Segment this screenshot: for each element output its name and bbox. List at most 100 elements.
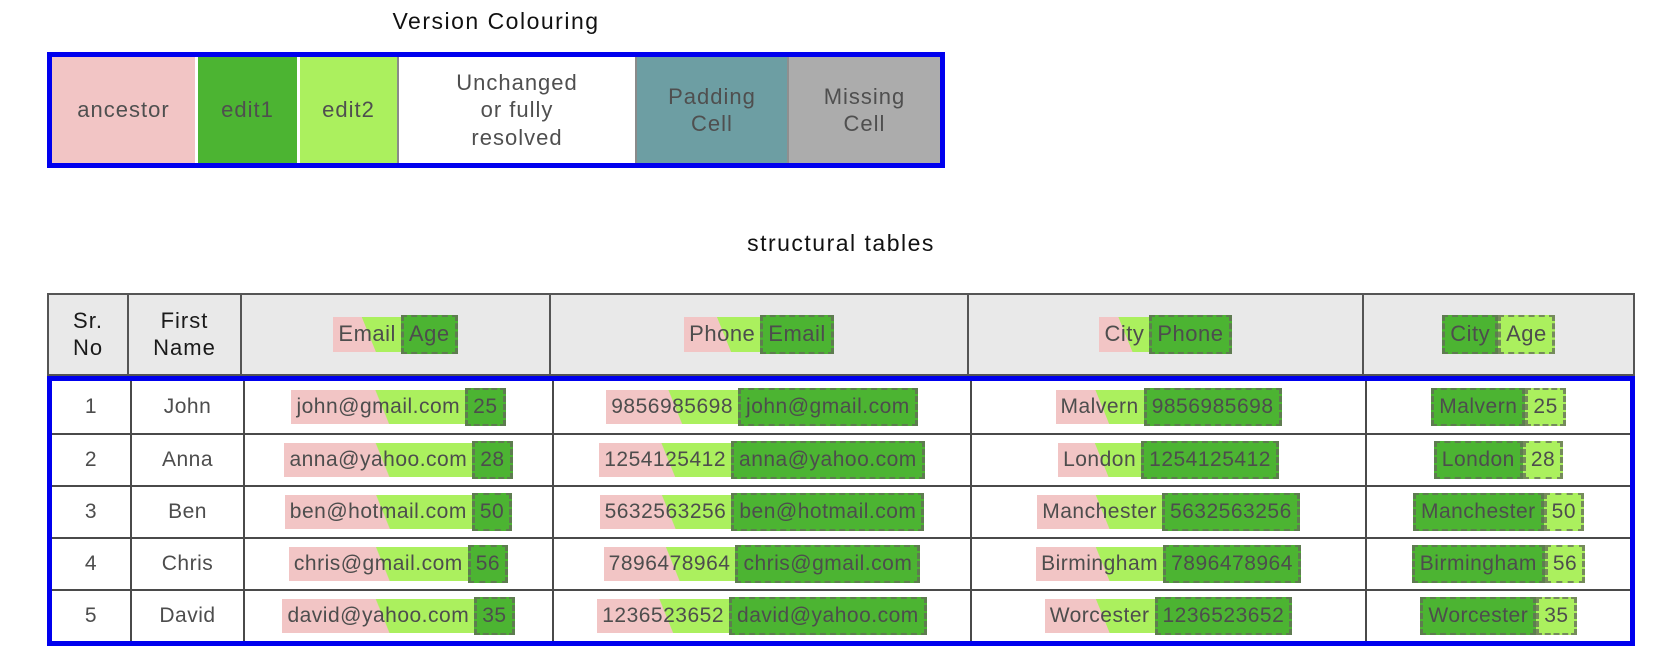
merged-token-edit1: 1254125412 <box>1141 441 1279 479</box>
cell-sr-no: 1 <box>84 395 98 418</box>
merged-token-anc-edit2: Manchester <box>1037 495 1162 529</box>
merged-token-edit1: Email <box>760 315 834 354</box>
table-title: structural tables <box>747 230 935 256</box>
merged-token-edit1: Malvern <box>1431 388 1526 426</box>
merged-token-edit1: London <box>1433 441 1523 479</box>
legend-cell-unchanged: Unchanged or fully resolved <box>397 57 635 163</box>
cell-sr-no: 4 <box>84 552 98 575</box>
merged-token-anc-edit2: 9856985698 <box>606 390 739 424</box>
merged-token-edit1: 28 <box>472 441 513 479</box>
merged-token-edit2: 56 <box>1544 545 1586 583</box>
merged-token-edit1: Age <box>400 315 458 354</box>
legend-cell-missing: Missing Cell <box>787 57 940 163</box>
merged-token-edit1: chris@gmail.com <box>735 545 921 583</box>
cell-sr-no: 5 <box>84 604 98 627</box>
cell-first-name: John <box>130 381 243 433</box>
cell-first-name: Chris <box>130 539 243 589</box>
merged-token-edit1: Worcester <box>1420 597 1537 635</box>
cell-first-name: Anna <box>130 435 243 485</box>
column-header-sr-no: Sr. No <box>72 308 104 360</box>
merged-token-edit1: anna@yahoo.com <box>731 441 925 479</box>
merged-token-anc-edit2: City <box>1099 317 1150 352</box>
cell-sr-no: 2 <box>84 448 98 471</box>
cell-first-name: Ben <box>130 487 243 537</box>
merged-token-anc-edit2: Malvern <box>1055 390 1144 424</box>
merged-token-anc-edit2: 5632563256 <box>599 495 732 529</box>
legend-title: Version Colouring <box>392 8 600 34</box>
merged-token-anc-edit2: john@gmail.com <box>291 390 466 424</box>
merged-token-edit1: 56 <box>467 545 509 583</box>
merged-token-anc-edit2: anna@yahoo.com <box>284 443 473 477</box>
merged-token-edit1: 25 <box>465 388 506 426</box>
merged-token-anc-edit2: Birmingham <box>1036 547 1164 581</box>
merged-token-edit1: 50 <box>471 493 513 531</box>
cell-first-name: David <box>130 591 243 641</box>
merged-token-edit2: 50 <box>1543 493 1585 531</box>
merged-token-edit1: ben@hotmail.com <box>731 493 925 531</box>
merged-token-anc-edit2: London <box>1058 443 1142 477</box>
merged-token-edit1: Manchester <box>1412 493 1544 531</box>
legend-cell-padding: Padding Cell <box>635 57 787 163</box>
merged-token-anc-edit2: chris@gmail.com <box>288 547 468 581</box>
merged-token-edit1: 5632563256 <box>1161 493 1300 531</box>
merged-token-anc-edit2: Email <box>333 317 401 352</box>
cell-sr-no: 3 <box>84 500 98 523</box>
merged-token-anc-edit2: 1254125412 <box>599 443 732 477</box>
merged-token-edit1: Birmingham <box>1411 545 1545 583</box>
legend-cell-ancestor: ancestor <box>52 57 195 163</box>
merged-token-anc-edit2: ben@hotmail.com <box>284 495 472 529</box>
merged-token-edit1: 7896478964 <box>1163 545 1301 583</box>
merged-token-edit1: david@yahoo.com <box>729 597 927 635</box>
legend-cell-edit1: edit1 <box>195 57 297 163</box>
merged-token-anc-edit2: Worcester <box>1044 599 1155 633</box>
merged-token-edit1: City <box>1442 315 1499 354</box>
merged-token-edit1: 35 <box>474 597 515 635</box>
merged-token-edit2: 28 <box>1522 441 1564 479</box>
merged-token-anc-edit2: 1236523652 <box>597 599 730 633</box>
merged-token-edit1: 1236523652 <box>1154 597 1293 635</box>
merged-token-edit2: 25 <box>1525 388 1566 426</box>
legend-cell-edit2: edit2 <box>297 57 397 163</box>
merged-token-edit2: 35 <box>1536 597 1577 635</box>
merged-token-anc-edit2: david@yahoo.com <box>282 599 475 633</box>
merged-token-edit1: 9856985698 <box>1143 388 1282 426</box>
merged-token-edit1: Phone <box>1149 315 1232 354</box>
merged-token-edit2: Age <box>1498 315 1555 354</box>
merged-token-anc-edit2: 7896478964 <box>603 547 736 581</box>
column-header-first-name: First Name <box>127 295 240 374</box>
merged-token-anc-edit2: Phone <box>684 317 761 352</box>
